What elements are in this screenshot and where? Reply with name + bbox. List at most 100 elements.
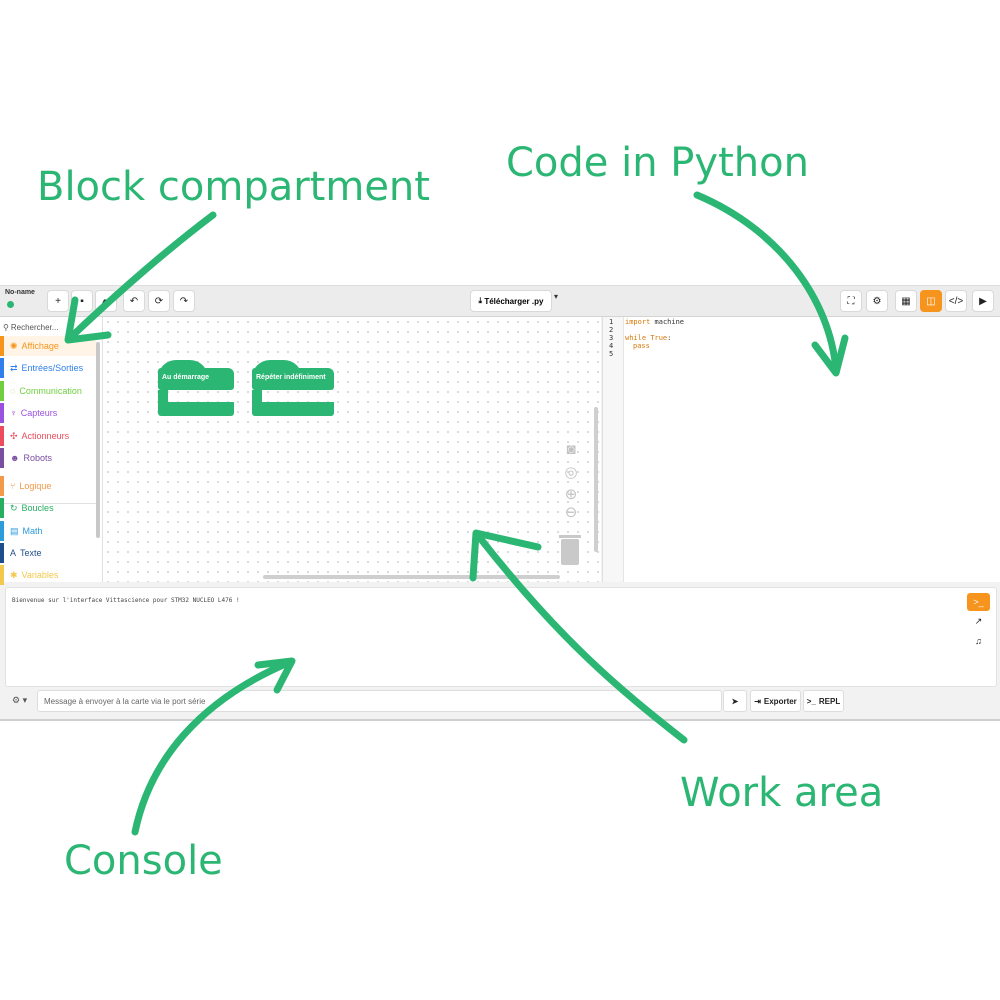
undo-button[interactable]: ↶: [123, 290, 145, 312]
keyword-while: while: [625, 334, 647, 342]
line-number-gutter: 1 2 3 4 5: [603, 317, 624, 582]
plotter-tab-button[interactable]: ↗: [967, 612, 990, 630]
redo-button[interactable]: ↷: [173, 290, 195, 312]
loop-icon: ↻: [10, 502, 18, 513]
sensor-icon: ♆: [10, 408, 17, 418]
split-view-icon: ◫: [926, 295, 936, 307]
send-icon: ➤: [731, 696, 739, 706]
sidebar-category-affichage[interactable]: ✺Affichage: [0, 336, 96, 356]
console-settings-button[interactable]: ⚙ ▾: [12, 695, 27, 706]
workspace-horizontal-scrollbar[interactable]: [263, 575, 560, 579]
export-button[interactable]: ⇥Exporter: [750, 690, 801, 712]
download-py-button[interactable]: ⤓ Télécharger .py: [470, 290, 552, 312]
search-icon: ⚲: [3, 323, 9, 332]
work-area[interactable]: Au démarrage Répéter indéfiniment ◙ ◎ ⊕ …: [103, 317, 601, 582]
sidebar-category-actionneurs[interactable]: ✣Actionneurs: [0, 426, 96, 446]
block-search[interactable]: ⚲Rechercher...: [3, 321, 71, 334]
block-bottom: [158, 402, 234, 416]
line-number: 3: [609, 334, 614, 342]
communication-icon: ◌: [10, 386, 16, 396]
serial-message-input[interactable]: Message à envoyer à la carte via le port…: [37, 690, 722, 712]
send-button[interactable]: ➤: [723, 690, 747, 712]
music-tab-button[interactable]: ♫: [967, 632, 990, 650]
block-compartment: ⚲Rechercher... ✺Affichage⇄Entrées/Sortie…: [0, 317, 103, 585]
undo-icon: ↶: [129, 295, 139, 307]
block-top: [158, 368, 234, 390]
python-code-editor[interactable]: 1 2 3 4 5 import machine while True: pas…: [602, 317, 1000, 582]
keyword-pass: pass: [633, 342, 650, 350]
repl-label: REPL: [818, 696, 841, 706]
sidebar-category-label: Capteurs: [20, 408, 58, 418]
console-input-bar: ⚙ ▾ Message à envoyer à la carte via le …: [0, 687, 1000, 717]
zoom-out-icon[interactable]: ⊖: [564, 504, 578, 521]
sidebar-category-boucles[interactable]: ↻Boucles: [0, 498, 96, 518]
sidebar-category-variables[interactable]: ✱Variables: [0, 565, 96, 585]
run-button[interactable]: ▶: [972, 290, 994, 312]
console-panel: Bienvenue sur l'interface Vittascience p…: [5, 587, 997, 687]
annotation-console: Console: [64, 838, 223, 884]
search-input[interactable]: Rechercher...: [10, 323, 59, 332]
fullscreen-button[interactable]: ⛶: [840, 290, 862, 312]
sidebar-category-label: Robots: [23, 453, 53, 463]
sidebar-scrollbar[interactable]: [96, 342, 100, 538]
variable-icon: ✱: [10, 569, 18, 580]
vittascience-app: No-name + ▪ ▰ ↶ ⟳ ↷ ⤓ Télécharger .py ▾ …: [0, 285, 1000, 721]
settings-button[interactable]: ⚙: [866, 290, 888, 312]
zoom-in-icon[interactable]: ⊕: [564, 486, 578, 503]
download-icon: ⤓: [478, 296, 485, 305]
block-arm: [252, 390, 262, 402]
sidebar-category-label: Variables: [21, 570, 59, 580]
sidebar-category-communication[interactable]: ◌Communication: [0, 381, 96, 401]
block-top: [252, 368, 334, 390]
refresh-icon: ⟳: [154, 295, 164, 307]
sidebar-category-capteurs[interactable]: ♆Capteurs: [0, 403, 96, 423]
code-view-button[interactable]: </>: [945, 290, 967, 312]
sidebar-category-entr-es-sorties[interactable]: ⇄Entrées/Sorties: [0, 358, 96, 378]
annotation-work-area: Work area: [680, 770, 884, 816]
plus-icon: +: [55, 295, 61, 307]
sidebar-category-math[interactable]: ▤Math: [0, 521, 96, 541]
top-toolbar: No-name + ▪ ▰ ↶ ⟳ ↷ ⤓ Télécharger .py ▾ …: [0, 286, 1000, 317]
terminal-tab-button[interactable]: >_: [967, 593, 990, 611]
project-name[interactable]: No-name: [5, 289, 35, 296]
refresh-button[interactable]: ⟳: [148, 290, 170, 312]
sidebar-category-label: Math: [22, 526, 43, 536]
save-button[interactable]: ▪: [71, 290, 93, 312]
sidebar-category-logique[interactable]: ⑂Logique: [0, 476, 96, 496]
annotation-code-in-python: Code in Python: [506, 140, 809, 186]
open-button[interactable]: ▰: [95, 290, 117, 312]
sidebar-category-label: Texte: [20, 548, 42, 558]
block-on-start[interactable]: Au démarrage: [158, 360, 238, 420]
save-icon: ▪: [80, 295, 84, 307]
split-view-button[interactable]: ◫: [920, 290, 942, 312]
io-icon: ⇄: [10, 362, 18, 373]
line-number: 5: [609, 350, 614, 358]
sidebar-category-label: Entrées/Sorties: [21, 363, 84, 373]
workspace-vertical-scrollbar[interactable]: [594, 407, 598, 552]
block-forever[interactable]: Répéter indéfiniment: [252, 360, 336, 420]
blocks-view-button[interactable]: ▦: [895, 290, 917, 312]
music-note-icon: ♫: [975, 636, 982, 646]
line-number: 4: [609, 342, 614, 350]
actuator-icon: ✣: [10, 430, 18, 441]
line-number: 2: [609, 326, 614, 334]
repl-button[interactable]: >_REPL: [803, 690, 844, 712]
code-line-3: while True:: [625, 334, 671, 342]
screenshot-icon[interactable]: ◙: [566, 441, 576, 458]
export-label: Exporter: [763, 696, 797, 706]
sidebar-category-label: Boucles: [21, 503, 54, 513]
keyword-import: import: [625, 318, 651, 326]
sidebar-category-robots[interactable]: ☻Robots: [0, 448, 96, 468]
gear-icon: ⚙: [872, 295, 882, 307]
block-bottom: [252, 402, 334, 416]
chevron-down-icon[interactable]: ▾: [554, 292, 559, 301]
recenter-icon[interactable]: ◎: [564, 464, 578, 481]
block-on-start-label: Au démarrage: [162, 374, 210, 381]
new-project-button[interactable]: +: [47, 290, 69, 312]
category-divider: [4, 503, 96, 504]
play-icon: ▶: [979, 295, 987, 307]
colon: :: [667, 334, 672, 342]
trash-icon[interactable]: [559, 535, 581, 565]
robot-icon: ☻: [10, 453, 20, 463]
